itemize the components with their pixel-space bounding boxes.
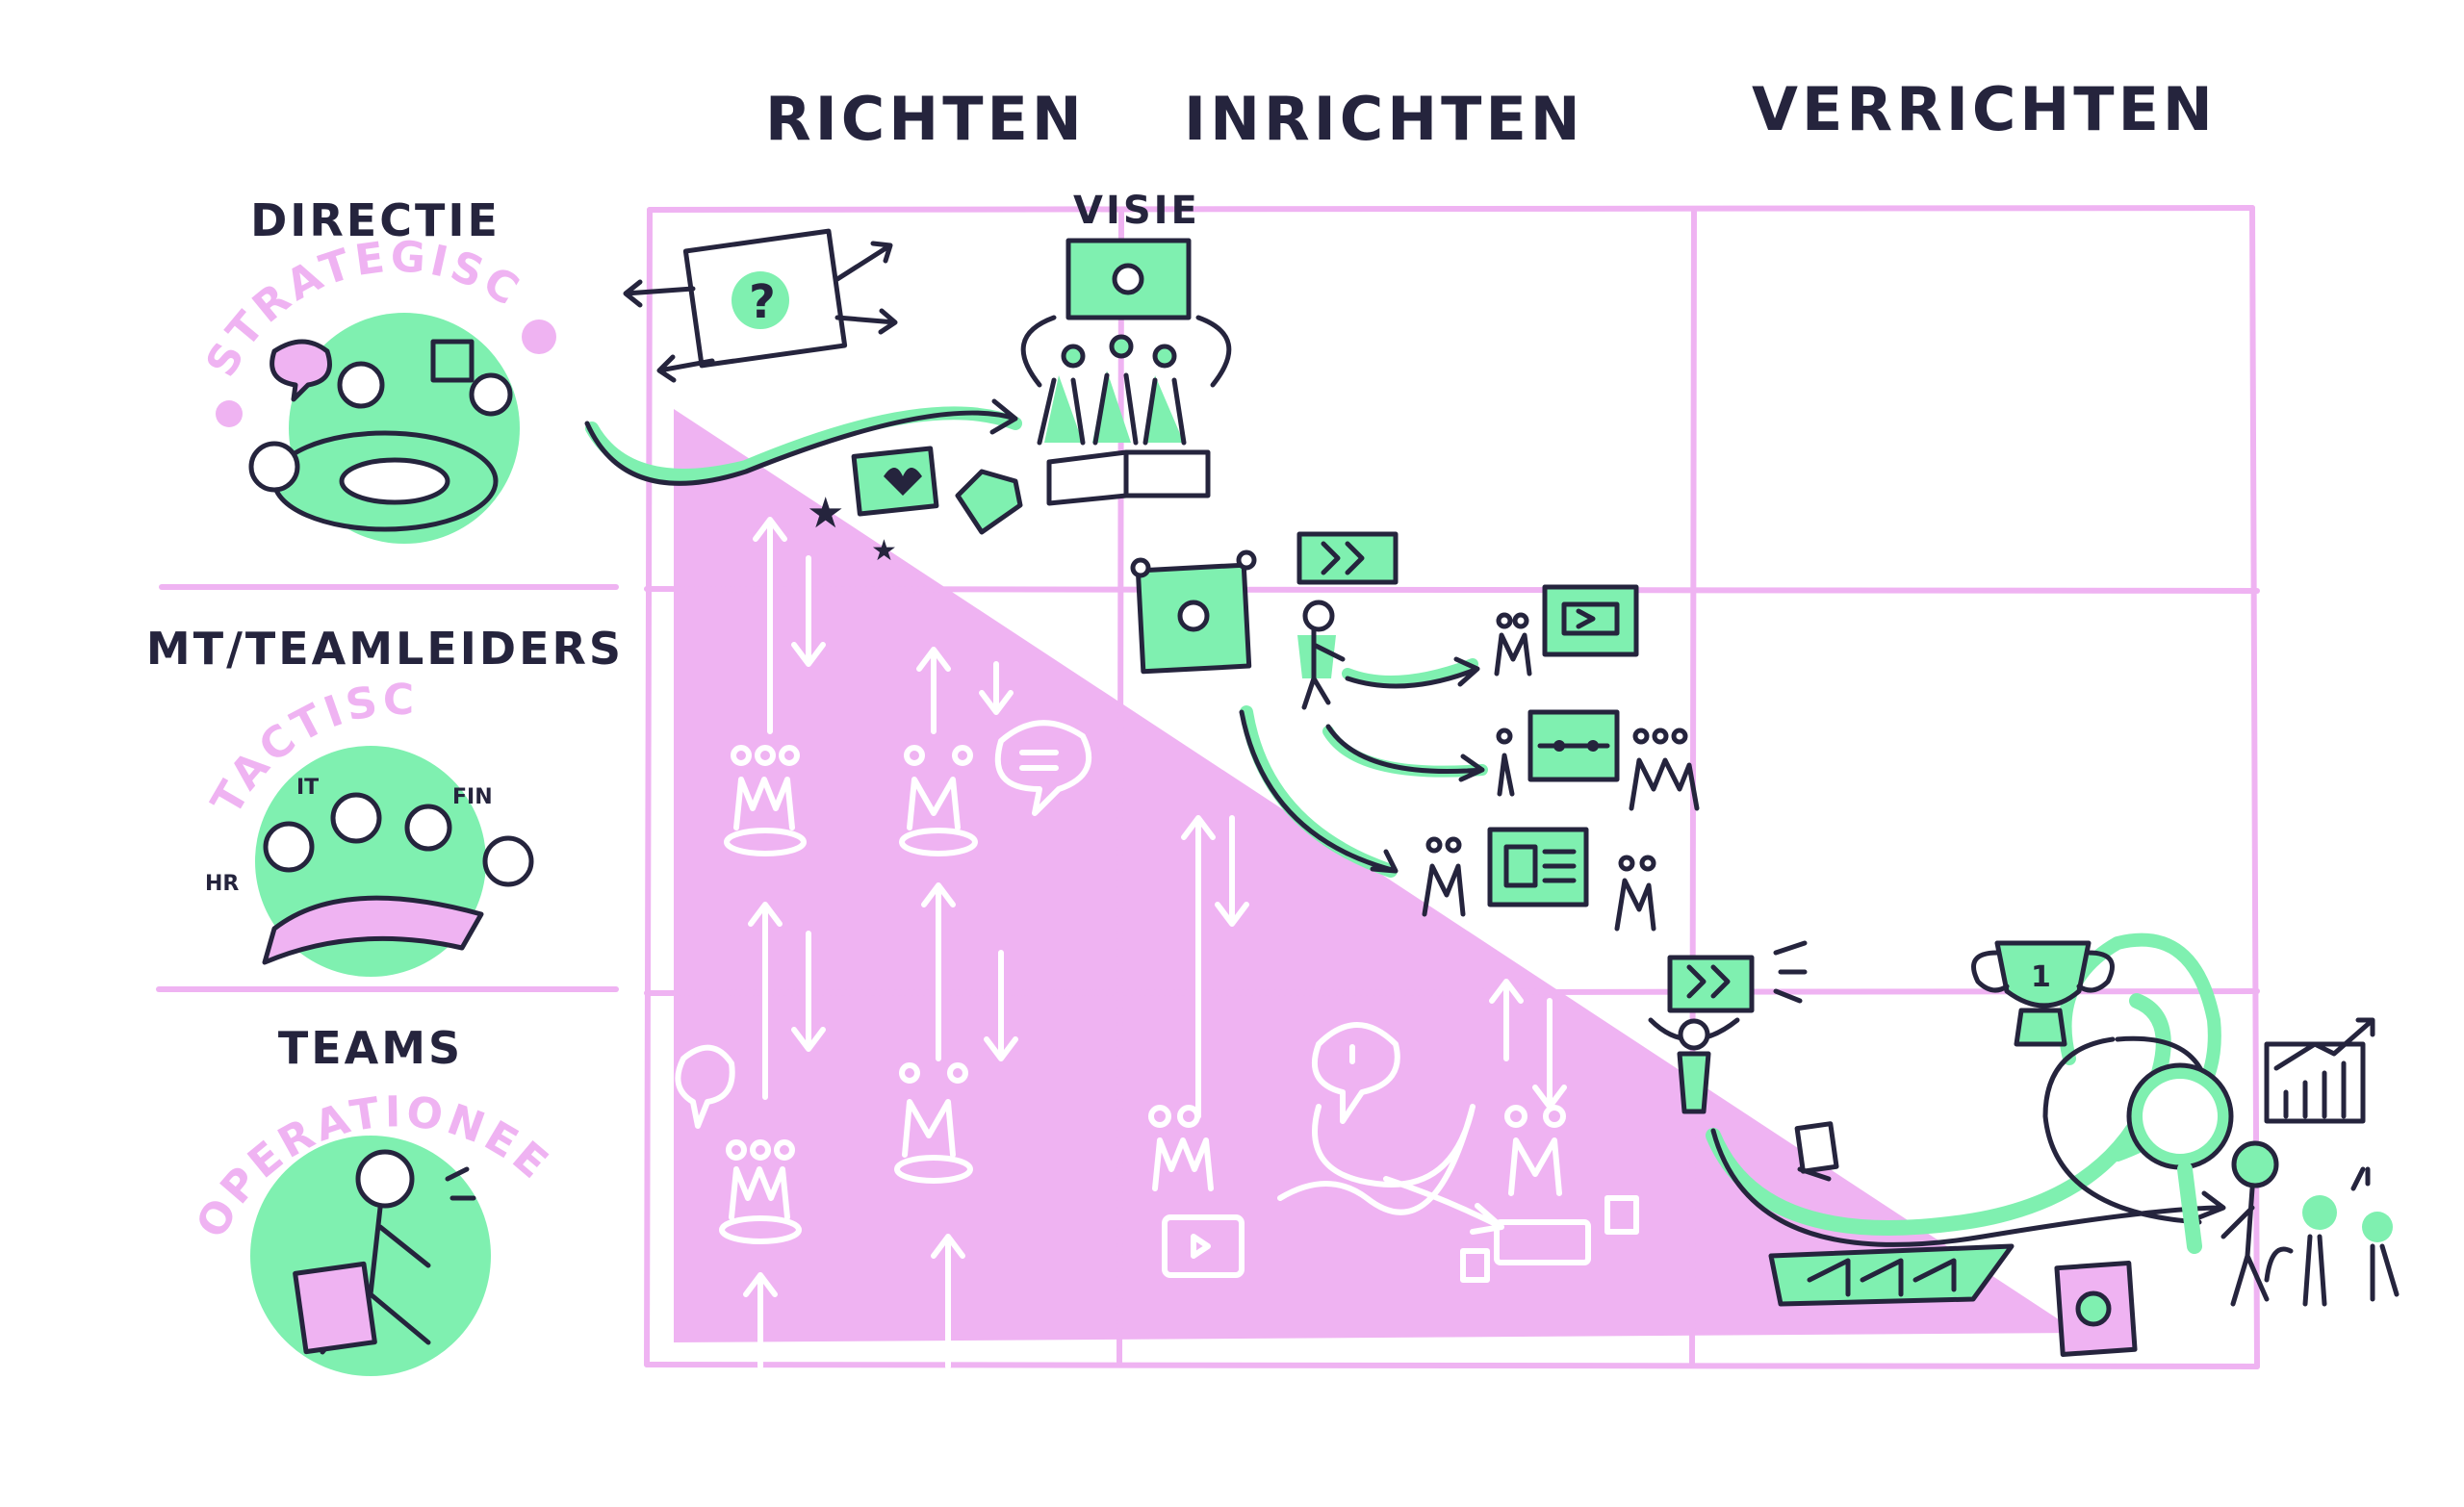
team-icon: [894, 1062, 973, 1184]
column-header-richten: RICHTEN: [765, 84, 1086, 154]
column-header-inrichten: INRICHTEN: [1184, 84, 1584, 154]
mt-team-illustration: IT FIN HR: [205, 746, 534, 977]
person-icon: [469, 372, 513, 417]
person-icon: [404, 804, 452, 852]
team-icon: [724, 745, 807, 856]
star-icon: ★: [807, 489, 844, 538]
book-icon: [1046, 449, 1211, 506]
vision-board-icon: VISIE: [1020, 189, 1232, 506]
person-icon: [330, 792, 382, 844]
column-header-verrichten: VERRICHTEN: [1752, 74, 2217, 144]
document-icon: [293, 1261, 377, 1355]
svg-text:?: ?: [749, 275, 776, 329]
team-icon: [719, 1139, 802, 1244]
speech-bubble-icon: [675, 1044, 735, 1129]
group-icon: [1422, 836, 1466, 917]
person-icon: [355, 1149, 415, 1209]
label-fin: FIN: [452, 785, 493, 809]
group-icon: [1494, 612, 1532, 677]
peace-card-icon: [2054, 1260, 2138, 1357]
person-icon: [2220, 1140, 2279, 1307]
heart-card-icon: [851, 446, 939, 517]
label-visie: VISIE: [1073, 189, 1200, 233]
question-board-icon: ?: [623, 228, 898, 383]
loop-arrow: [1277, 1104, 1504, 1235]
group-icon: [1496, 728, 1515, 797]
team-icon: [1148, 1105, 1245, 1278]
speech-bubble-icon: [994, 720, 1092, 816]
label-it: IT: [296, 776, 319, 800]
trophy-rank: 1: [2031, 960, 2051, 994]
trophy-icon: 1: [1971, 940, 2115, 1047]
group-icon: [1629, 728, 1700, 811]
row-header-teams: TEAMS: [278, 1022, 463, 1074]
roadmap-icon: [1768, 1243, 2015, 1307]
sun-board-icon: [1130, 549, 1257, 675]
feedback-arrows: [743, 517, 1567, 1369]
celebrating-team-icon: [2264, 1166, 2400, 1307]
arrow-card-icon: [1296, 531, 1399, 585]
person-icon: [482, 835, 534, 887]
diamond-icon: [955, 469, 1023, 535]
card-icon: [1527, 709, 1620, 782]
roadmap-icon: [262, 895, 484, 965]
person-icon: [248, 441, 300, 493]
person-icon: [337, 361, 385, 409]
document-icon: [1794, 1121, 1839, 1182]
directie-meeting-illustration: [216, 313, 556, 544]
row-header-directie: DIRECTIE: [250, 194, 500, 246]
speech-bubble-icon: [1312, 1022, 1400, 1124]
teams-worker-illustration: [250, 1136, 491, 1376]
group-icon: [1614, 855, 1656, 932]
bar-chart-icon: [2264, 1017, 2375, 1124]
magnifier-icon: [2126, 1062, 2234, 1254]
presenter-icon: [1648, 940, 1808, 1114]
profile-card-icon: [1487, 827, 1589, 907]
team-icon: [1460, 1105, 1639, 1283]
person-icon: [263, 821, 315, 873]
star-icon: ★: [871, 534, 897, 568]
person-icon: [1297, 600, 1346, 710]
team-icon: [899, 745, 978, 856]
speech-bubble-icon: [270, 339, 332, 402]
responsibility-triangle: [674, 409, 2079, 1342]
label-hr: HR: [205, 872, 239, 896]
row-header-mt-teamleiders: MT/TEAMLEIDERS: [146, 623, 624, 675]
arrow-card-icon: [1542, 584, 1639, 657]
